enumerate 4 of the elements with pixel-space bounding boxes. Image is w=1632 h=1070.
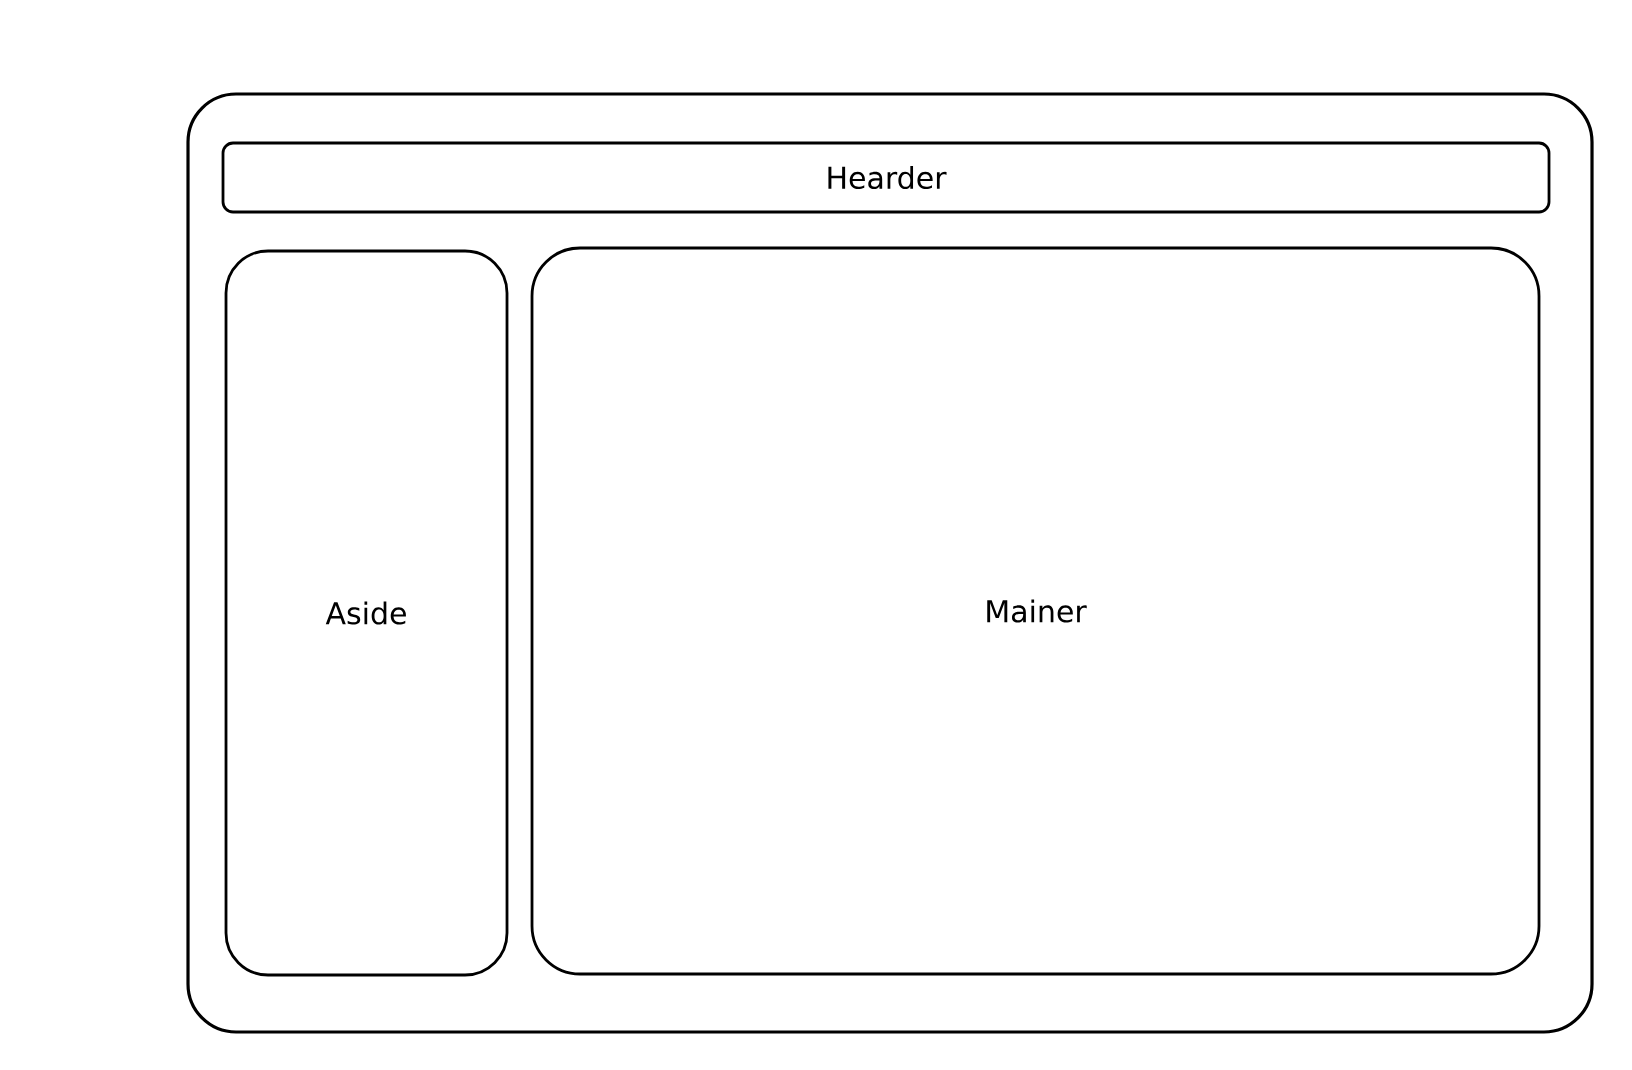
header-box: Hearder: [221, 141, 1551, 214]
page-frame: [186, 92, 1594, 1034]
sidebar-box: Aside: [224, 249, 509, 977]
main-content-box: Mainer: [530, 246, 1541, 976]
